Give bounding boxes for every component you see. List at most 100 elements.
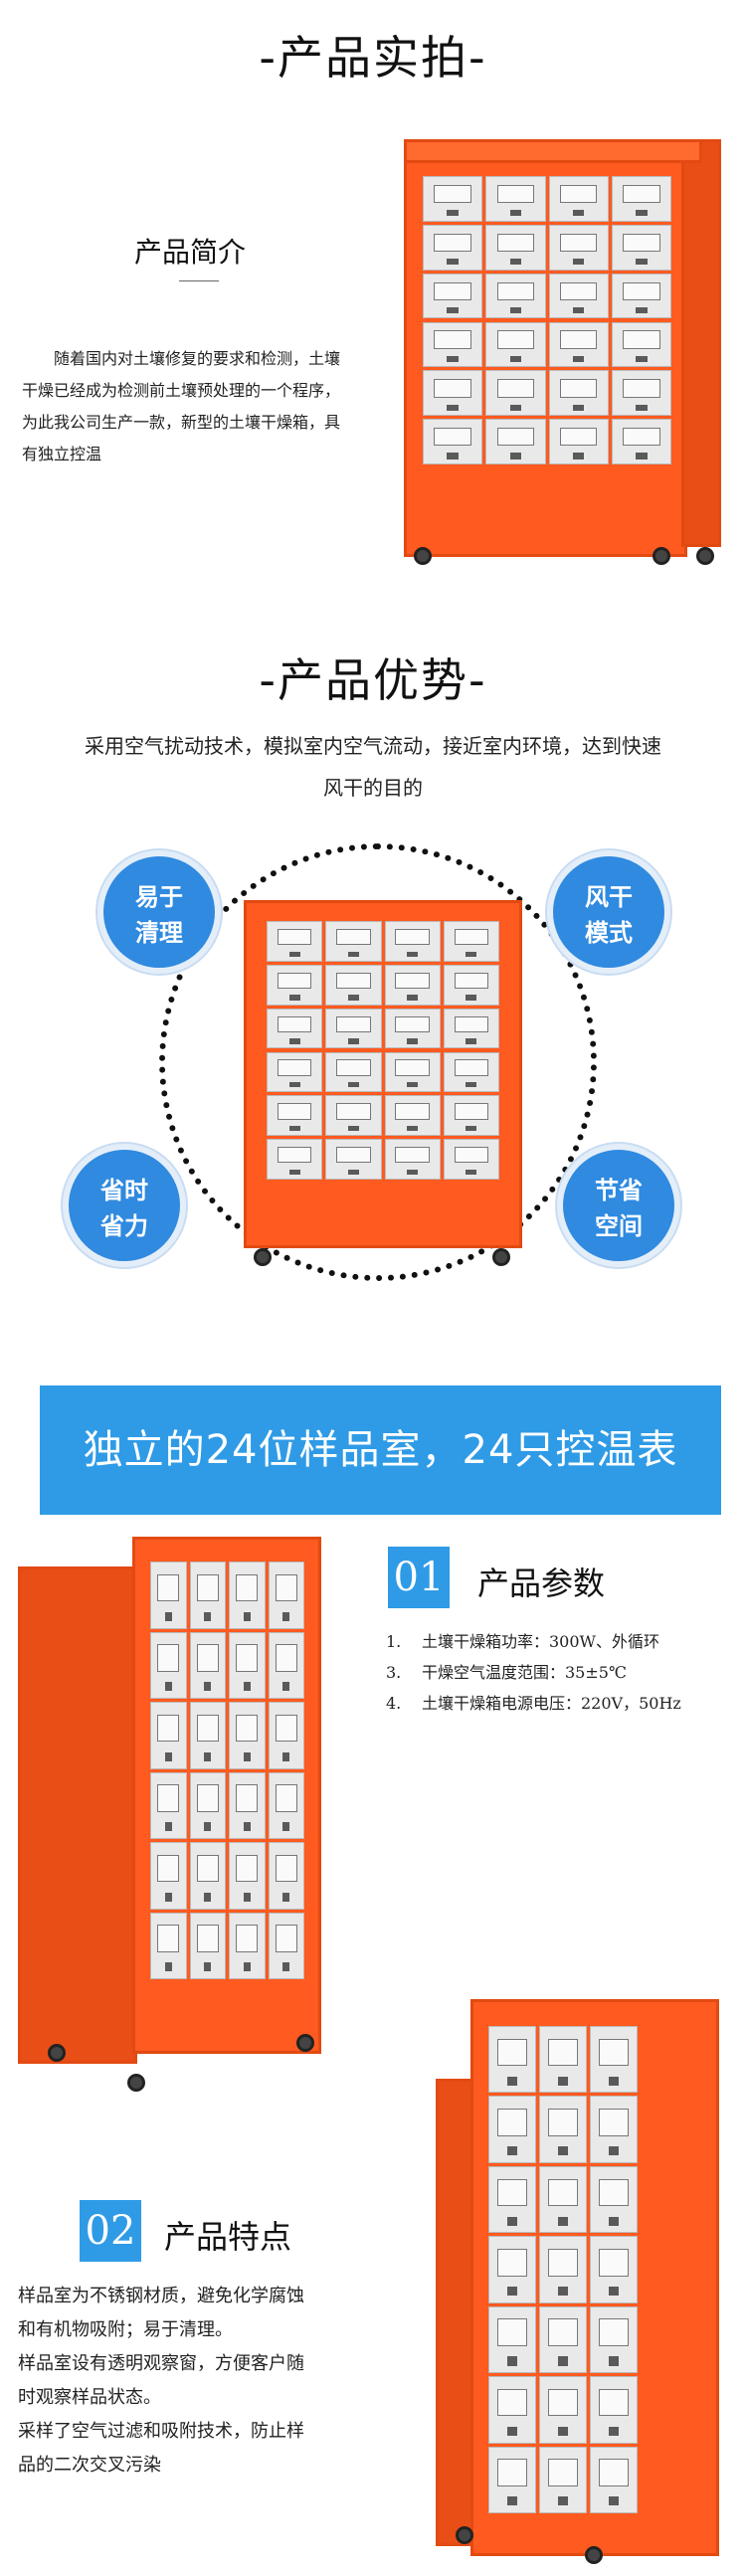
sample-chamber: [423, 224, 483, 271]
temperature-controller: [447, 355, 459, 362]
temperature-controller: [447, 259, 459, 266]
temperature-controller: [204, 1892, 212, 1902]
chamber-window: [434, 330, 471, 349]
chamber-window: [336, 1147, 371, 1164]
sample-chamber: [590, 2096, 638, 2163]
sample-chamber: [443, 1008, 499, 1049]
features-line-2: 和有机物吸附；易于清理。: [18, 2319, 233, 2340]
chamber-window: [336, 1059, 371, 1076]
chamber-window: [623, 233, 660, 253]
chamber-window: [548, 2249, 578, 2277]
sample-chamber: [229, 1912, 266, 1979]
chamber-window: [196, 1644, 219, 1672]
temperature-controller: [572, 404, 585, 411]
bubble-easy-clean: 易于 清理: [97, 850, 221, 974]
temperature-controller: [243, 1892, 251, 1902]
sample-chamber: [423, 176, 483, 222]
params-item-3: 4.土壤干燥箱电源电压：220V，50Hz: [386, 1690, 681, 1714]
temperature-controller: [347, 1125, 359, 1132]
chamber-window: [497, 2249, 527, 2277]
temperature-controller: [466, 1038, 477, 1044]
chamber-window: [157, 1714, 180, 1743]
chamber-window: [497, 2038, 527, 2067]
temperature-controller: [609, 2426, 619, 2437]
params-item-2-num: 3.: [386, 1663, 402, 1682]
chamber-window: [157, 1573, 180, 1602]
chamber-window: [496, 233, 534, 253]
sample-chamber: [384, 1095, 441, 1137]
temperature-controller: [558, 2146, 568, 2156]
temperature-controller: [282, 1611, 290, 1621]
sample-chamber: [189, 1631, 226, 1699]
temperature-controller: [288, 951, 300, 957]
temperature-controller: [636, 306, 648, 314]
temperature-controller: [164, 1682, 172, 1692]
sample-chamber: [548, 176, 609, 222]
cabinet-photo-4: [436, 1999, 734, 2566]
bubble-save-time-line2: 省力: [100, 1212, 148, 1240]
chamber-window: [277, 1015, 312, 1032]
temperature-controller: [243, 1962, 251, 1972]
cabinet-photo-2: [244, 900, 522, 1268]
temperature-controller: [447, 404, 459, 411]
intro-heading: 产品简介: [134, 236, 247, 269]
chamber-window: [599, 2038, 629, 2067]
params-item-2-text: 干燥空气温度范围：35±5℃: [422, 1663, 627, 1682]
chamber-window: [395, 972, 430, 990]
temperature-controller: [347, 1082, 359, 1088]
sample-chamber: [539, 2026, 587, 2094]
feature-banner: 独立的24位样品室，24只控温表: [40, 1385, 721, 1515]
sample-chamber: [150, 1631, 187, 1699]
params-heading: 产品参数: [477, 1564, 606, 1602]
sample-chamber: [443, 964, 499, 1006]
chamber-window: [599, 2109, 629, 2136]
temperature-controller: [509, 210, 522, 217]
cabinet-photo-3: [18, 1537, 321, 2094]
chamber-window: [559, 281, 598, 300]
temperature-controller: [164, 1611, 172, 1621]
chamber-window: [336, 972, 371, 990]
advantages-description-line2: 风干的目的: [323, 776, 423, 800]
chamber-window: [196, 1573, 219, 1602]
temperature-controller: [609, 2076, 619, 2086]
sample-chamber: [488, 2305, 536, 2374]
sample-chamber: [485, 224, 546, 271]
sample-chamber: [267, 921, 323, 962]
sample-chamber: [539, 2096, 587, 2163]
temperature-controller: [558, 2216, 568, 2226]
chamber-window: [275, 1573, 297, 1602]
chamber-window: [434, 184, 471, 204]
sample-chamber: [229, 1562, 266, 1629]
chamber-window: [275, 1854, 297, 1883]
temperature-controller: [466, 1169, 477, 1176]
chamber-window: [497, 2388, 527, 2417]
sample-chamber: [611, 370, 671, 417]
temperature-controller: [164, 1751, 172, 1761]
temperature-controller: [407, 1169, 419, 1176]
params-item-2: 3. 干燥空气温度范围：35±5℃: [386, 1659, 627, 1683]
chamber-window: [157, 1854, 180, 1883]
temperature-controller: [509, 306, 522, 314]
sample-chamber: [590, 2305, 638, 2374]
chamber-window: [496, 281, 534, 300]
temperature-controller: [507, 2496, 517, 2506]
temperature-controller: [164, 1962, 172, 1972]
sample-chamber: [229, 1702, 266, 1769]
sample-chamber: [488, 2446, 536, 2513]
chamber-window: [559, 184, 598, 204]
sample-chamber: [150, 1771, 187, 1839]
section-title-photos: -产品实拍-: [259, 31, 487, 85]
temperature-controller: [636, 259, 648, 266]
sample-chamber: [485, 176, 546, 222]
temperature-controller: [282, 1822, 290, 1832]
sample-chamber: [485, 419, 546, 464]
bubble-air-dry-mode: 风干 模式: [547, 850, 670, 974]
sample-chamber: [267, 1051, 323, 1093]
temperature-controller: [204, 1751, 212, 1761]
sample-chamber: [590, 2236, 638, 2303]
features-line-1: 样品室为不锈钢材质，避免化学腐蚀: [18, 2286, 304, 2306]
bubble-easy-clean-line1: 易于: [135, 883, 183, 911]
sample-chamber: [229, 1771, 266, 1839]
sample-chamber: [268, 1562, 304, 1629]
sample-chamber: [488, 2236, 536, 2303]
